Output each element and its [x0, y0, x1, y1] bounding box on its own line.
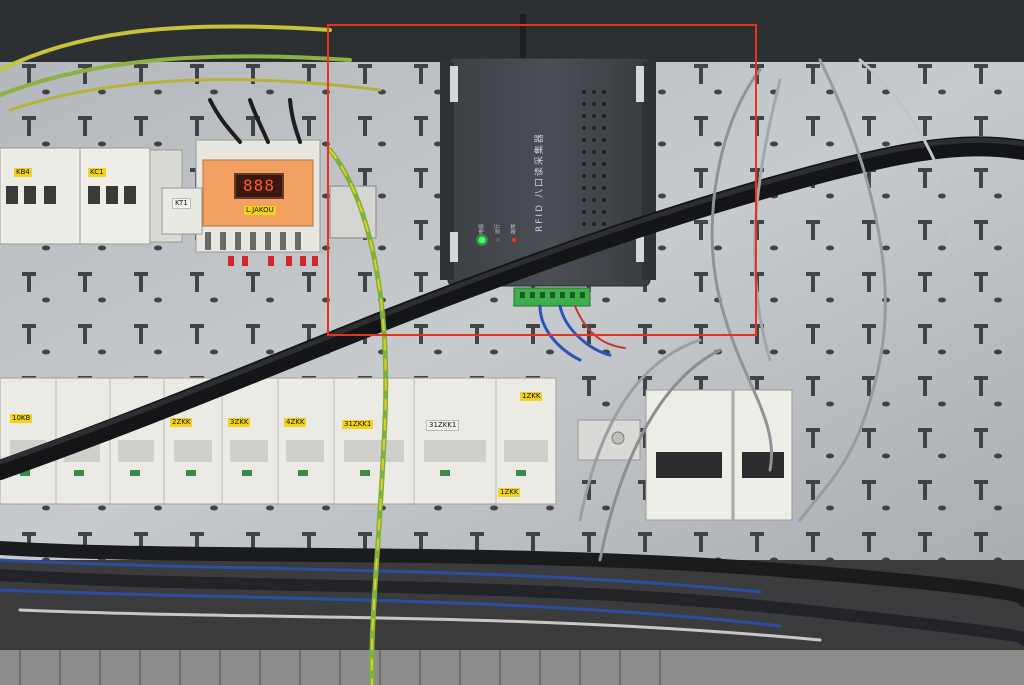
fault-led	[512, 238, 516, 242]
breaker-label-6: 31ZKK1	[426, 420, 460, 431]
terminal-rail	[0, 650, 1024, 685]
breaker-label-2: 2ZKK	[170, 418, 193, 427]
controller-display: 888	[234, 173, 284, 199]
breaker-label-5: 31ZKK1	[342, 420, 374, 429]
contactor-label-2: KC1	[88, 168, 106, 177]
vent-grille	[582, 90, 606, 226]
controller-brand: L.JAKOU	[244, 206, 276, 215]
highlight-box	[327, 24, 757, 336]
breaker-label-8: 1ZKK	[498, 488, 521, 497]
antenna	[520, 14, 526, 62]
breaker-label-3: 3ZKK	[228, 418, 251, 427]
wiring	[0, 24, 1024, 685]
breaker-label-7: 1ZKK	[520, 392, 543, 401]
right-breakers	[577, 389, 793, 521]
contactor-label-1: KB4	[14, 168, 32, 177]
breaker-label-1: 10KB	[10, 414, 33, 423]
power-led	[478, 236, 486, 244]
controller-tag: KT1	[172, 198, 191, 209]
contactor-bank	[0, 147, 183, 245]
run-led	[496, 238, 500, 242]
controller-unit	[161, 139, 377, 266]
breaker-label-4: 4ZKK	[284, 418, 307, 427]
